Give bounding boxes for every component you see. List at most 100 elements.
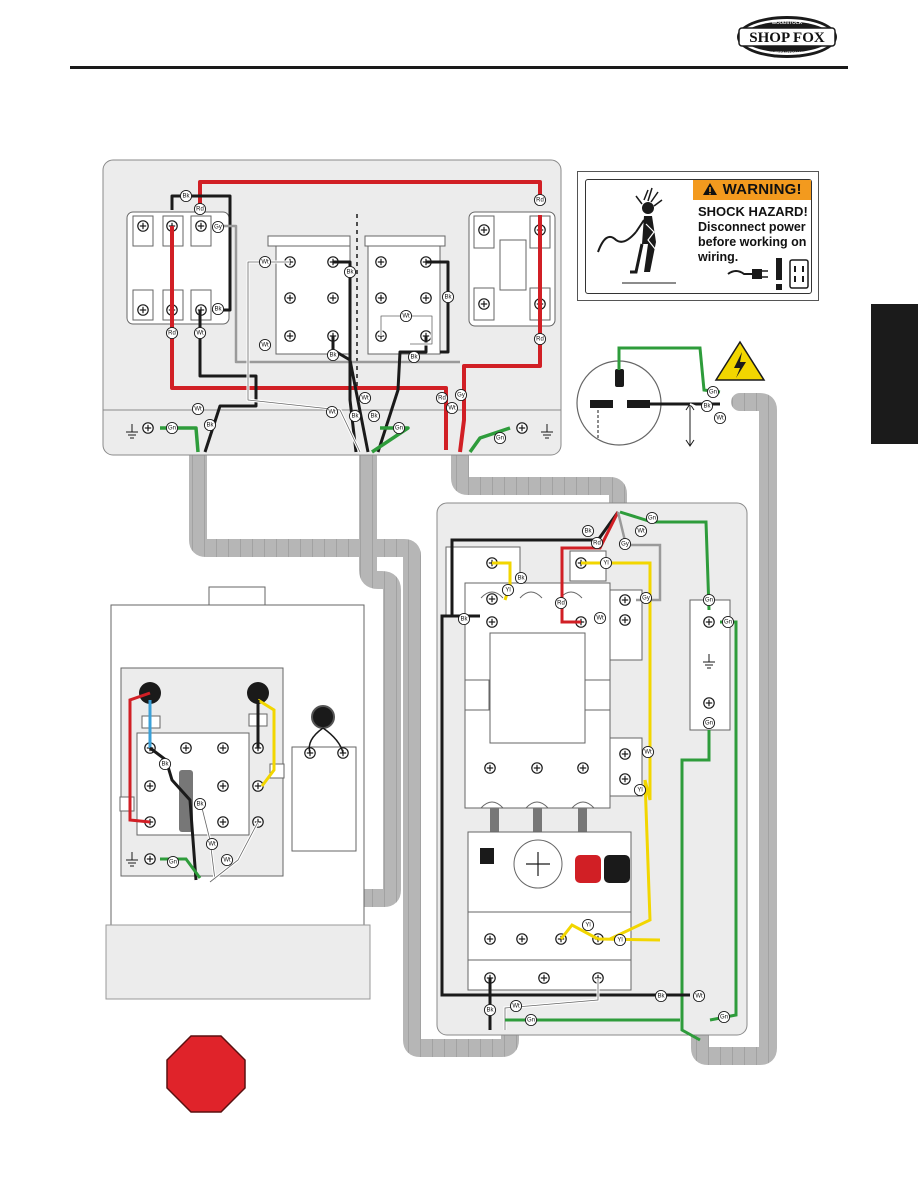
svg-text:Rd: Rd: [536, 336, 544, 342]
wire-tag-green: Gn: [702, 593, 716, 607]
wire-tag-red: Rd: [554, 596, 568, 610]
wire-tag-green: Gn: [524, 1013, 538, 1027]
svg-text:Wt: Wt: [208, 841, 216, 847]
svg-text:Wt: Wt: [196, 330, 204, 336]
wire-tag-white: Wt: [325, 405, 339, 419]
wire-tag-white: Wt: [692, 989, 706, 1003]
wire-tag-black: Bk: [367, 409, 381, 423]
shop-fox-logo: SHOP FOX WOODSTOCK INTERNATIONAL: [737, 16, 837, 58]
wire-tag-green: Gn: [645, 511, 659, 525]
wire-tag-black: Bk: [407, 350, 421, 364]
svg-text:Gn: Gn: [724, 619, 732, 625]
shock-figure-icon: [597, 187, 676, 284]
svg-text:Gn: Gn: [648, 515, 656, 521]
wire-tag-white: Wt: [258, 255, 272, 269]
wire-tag-black: Bk: [514, 571, 528, 585]
wire-tag-black: Bk: [326, 348, 340, 362]
svg-text:Wt: Wt: [261, 259, 269, 265]
wire-tag-gray: Gy: [211, 220, 225, 234]
wire-tag-red: Rd: [193, 202, 207, 216]
wire-tag-white: Wt: [713, 411, 727, 425]
wire-tag-white: Wt: [358, 391, 372, 405]
wire-tag-white: Wt: [258, 338, 272, 352]
svg-text:Yl: Yl: [637, 787, 642, 793]
warning-triangle-icon: [703, 183, 718, 195]
wire-tag-white: Wt: [634, 524, 648, 538]
svg-text:Bk: Bk: [329, 352, 337, 358]
wire-tag-yellow: Yl: [501, 583, 515, 597]
wire-tag-green: Gn: [702, 716, 716, 730]
svg-text:Wt: Wt: [512, 1003, 520, 1009]
wire-tag-black: Bk: [179, 189, 193, 203]
svg-text:Gn: Gn: [168, 425, 176, 431]
wire-tag-white: Wt: [193, 326, 207, 340]
svg-text:Rd: Rd: [438, 395, 446, 401]
svg-text:Gy: Gy: [642, 595, 650, 601]
svg-text:Rd: Rd: [168, 330, 176, 336]
wire-tag-white: Wt: [399, 309, 413, 323]
wire-tag-green: Gn: [721, 615, 735, 629]
conduit-4: [691, 393, 777, 1065]
wire-tag-black: Bk: [700, 399, 714, 413]
svg-text:Gy: Gy: [457, 392, 465, 398]
wire-tag-yellow: Yl: [613, 933, 627, 947]
svg-text:Bk: Bk: [206, 422, 214, 428]
svg-text:Wt: Wt: [194, 406, 202, 412]
control-box: [436, 502, 748, 1036]
svg-text:Gn: Gn: [709, 389, 717, 395]
svg-text:Yl: Yl: [603, 560, 608, 566]
svg-text:Yl: Yl: [617, 937, 622, 943]
wire-tag-yellow: Yl: [581, 918, 595, 932]
conduit-1: [189, 443, 519, 1057]
svg-text:Yl: Yl: [505, 587, 510, 593]
wire-tag-red: Rd: [533, 332, 547, 346]
wire-tag-green: Gn: [706, 385, 720, 399]
wire-tag-black: Bk: [348, 409, 362, 423]
warning-title: SHOCK HAZARD!: [698, 204, 808, 219]
svg-text:SHOP FOX: SHOP FOX: [749, 30, 825, 46]
svg-text:Bk: Bk: [196, 801, 204, 807]
svg-text:Wt: Wt: [261, 342, 269, 348]
wire-tag-gray: Gy: [618, 537, 632, 551]
power-plug: [576, 360, 695, 447]
svg-text:Bk: Bk: [370, 413, 378, 419]
svg-text:Gn: Gn: [527, 1017, 535, 1023]
wire-tag-yellow: Yl: [633, 783, 647, 797]
svg-text:Wt: Wt: [695, 993, 703, 999]
wire-tag-black: Bk: [211, 302, 225, 316]
svg-text:Gn: Gn: [705, 720, 713, 726]
wire-tag-green: Gn: [717, 1010, 731, 1024]
wire-tag-black: Bk: [203, 418, 217, 432]
svg-text:Bk: Bk: [410, 354, 418, 360]
svg-text:Gy: Gy: [214, 224, 222, 230]
warning-heading: WARNING!: [693, 180, 811, 200]
motor-junction-box: [105, 586, 371, 1000]
header-rule: [70, 66, 848, 69]
svg-text:Rd: Rd: [557, 600, 565, 606]
svg-text:INTERNATIONAL: INTERNATIONAL: [771, 50, 804, 55]
wire-tag-green: Gn: [493, 431, 507, 445]
svg-text:Bk: Bk: [161, 761, 169, 767]
wire-tag-black: Bk: [193, 797, 207, 811]
svg-text:Gn: Gn: [169, 859, 177, 865]
wire-tag-white: Wt: [593, 611, 607, 625]
svg-text:Rd: Rd: [593, 540, 601, 546]
svg-text:Bk: Bk: [182, 193, 190, 199]
wire-tag-black: Bk: [483, 1003, 497, 1017]
svg-text:Wt: Wt: [637, 528, 645, 534]
svg-text:Bk: Bk: [351, 413, 359, 419]
svg-text:Wt: Wt: [448, 405, 456, 411]
svg-text:Wt: Wt: [361, 395, 369, 401]
wire-tag-red: Rd: [590, 536, 604, 550]
warning-body: Disconnect power before working on wirin…: [698, 220, 807, 264]
svg-text:Wt: Wt: [223, 857, 231, 863]
plug-outlet-icon: [727, 258, 809, 290]
wire-tag-green: Gn: [166, 855, 180, 869]
svg-text:Bk: Bk: [444, 294, 452, 300]
wire-tag-black: Bk: [457, 612, 471, 626]
wire-tag-black: Bk: [654, 989, 668, 1003]
svg-text:Bk: Bk: [214, 306, 222, 312]
wire-tag-white: Wt: [205, 837, 219, 851]
svg-text:Wt: Wt: [328, 409, 336, 415]
